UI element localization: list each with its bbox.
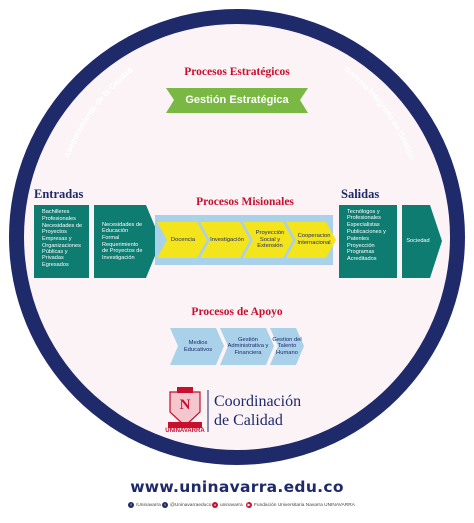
social-youtube-label: Fundación Universitaria Navarra UNINAVAR… bbox=[254, 502, 355, 508]
gestion-estrategica-box bbox=[166, 88, 308, 113]
list-item: Profesionales bbox=[42, 216, 88, 222]
logo-title-line2: de Calidad bbox=[214, 412, 283, 429]
social-facebook[interactable]: f /Uninavarra bbox=[128, 502, 161, 508]
apoyo-label-gestion: Gestión Administrativa y Financiera bbox=[227, 336, 269, 356]
mision-chevron-docencia bbox=[157, 222, 207, 258]
youtube-icon: ▶ bbox=[246, 502, 252, 508]
entradas-list-2: Necesidades de Educación Formal Requerim… bbox=[94, 222, 146, 261]
list-item: Especialistas bbox=[347, 222, 396, 228]
salidas-sociedad: Sociedad bbox=[406, 238, 430, 244]
social-youtube[interactable]: ▶ Fundación Universitaria Navarra UNINAV… bbox=[246, 502, 355, 508]
list-item: Publicaciones y Patentes bbox=[347, 229, 396, 242]
list-item: Necesidades de Proyectos bbox=[42, 223, 88, 236]
salidas-box-2 bbox=[402, 205, 442, 278]
mision-chevron-cooperacion bbox=[286, 222, 336, 258]
apoyo-chevron-gestion bbox=[220, 328, 274, 365]
entradas-title: Entradas bbox=[34, 187, 84, 201]
social-instagram-label: uninavarra bbox=[220, 502, 243, 508]
misionales-title: Procesos Misionales bbox=[196, 196, 294, 208]
gestion-estrategica-label: Gestión Estratégica bbox=[185, 94, 289, 106]
mision-label-proyeccion: Proyección Social y Extensión bbox=[255, 230, 285, 250]
list-item: Bachilleres bbox=[42, 209, 88, 215]
twitter-icon: t bbox=[162, 502, 168, 508]
list-item: Tecnólogos y Profesionales bbox=[347, 209, 396, 222]
facebook-icon: f bbox=[128, 502, 134, 508]
website-url[interactable]: www.uninavarra.edu.co bbox=[130, 478, 344, 496]
entradas-box-2 bbox=[94, 205, 161, 278]
social-instagram[interactable]: o uninavarra bbox=[212, 502, 243, 508]
list-item: Necesidades de Educación Formal bbox=[102, 222, 145, 241]
list-item: Proyección bbox=[347, 243, 396, 249]
apoyo-chevron-medios bbox=[170, 328, 224, 365]
list-item: Empresas y Organizaciones Públicas y Pri… bbox=[42, 236, 88, 262]
social-twitter-label: @Uninavarraeduco bbox=[170, 502, 212, 508]
salidas-title: Salidas bbox=[341, 187, 380, 201]
entradas-list-1: Bachilleres Profesionales Necesidades de… bbox=[34, 208, 89, 269]
apoyo-label-talento: Gestion del Talento Humano bbox=[272, 336, 302, 356]
instagram-icon: o bbox=[212, 502, 218, 508]
apoyo-chevron-talento bbox=[270, 328, 304, 365]
logo-title-line1: Coordinación bbox=[214, 393, 302, 410]
social-twitter[interactable]: t @Uninavarraeduco bbox=[162, 502, 211, 508]
list-item: Programas Acreditados bbox=[347, 249, 396, 262]
mision-chevron-proyeccion bbox=[243, 222, 293, 258]
logo-brand: UNINAVARRA bbox=[165, 428, 205, 434]
mision-label-cooperacion: Cooperacion Internacional bbox=[297, 233, 331, 246]
mision-chevron-investigacion bbox=[200, 222, 250, 258]
mision-label-docencia: Docencia bbox=[170, 236, 196, 243]
entradas-box-1 bbox=[34, 205, 89, 278]
social-facebook-label: /Uninavarra bbox=[136, 502, 161, 508]
svg-text:N: N bbox=[180, 397, 191, 413]
apoyo-title: Procesos de Apoyo bbox=[191, 306, 283, 318]
list-item: Requerimiento de Proyectos de Investigac… bbox=[102, 242, 145, 261]
salidas-list: Tecnólogos y Profesionales Especialistas… bbox=[339, 208, 397, 263]
apoyo-label-medios: Medios Educativos bbox=[183, 339, 213, 353]
uninavarra-logo: N bbox=[168, 387, 202, 428]
mision-label-investigacion: Investigación bbox=[210, 236, 244, 243]
salidas-box-1 bbox=[339, 205, 397, 278]
estrategicos-title: Procesos Estratégicos bbox=[184, 66, 290, 78]
list-item: Egresados bbox=[42, 262, 88, 268]
